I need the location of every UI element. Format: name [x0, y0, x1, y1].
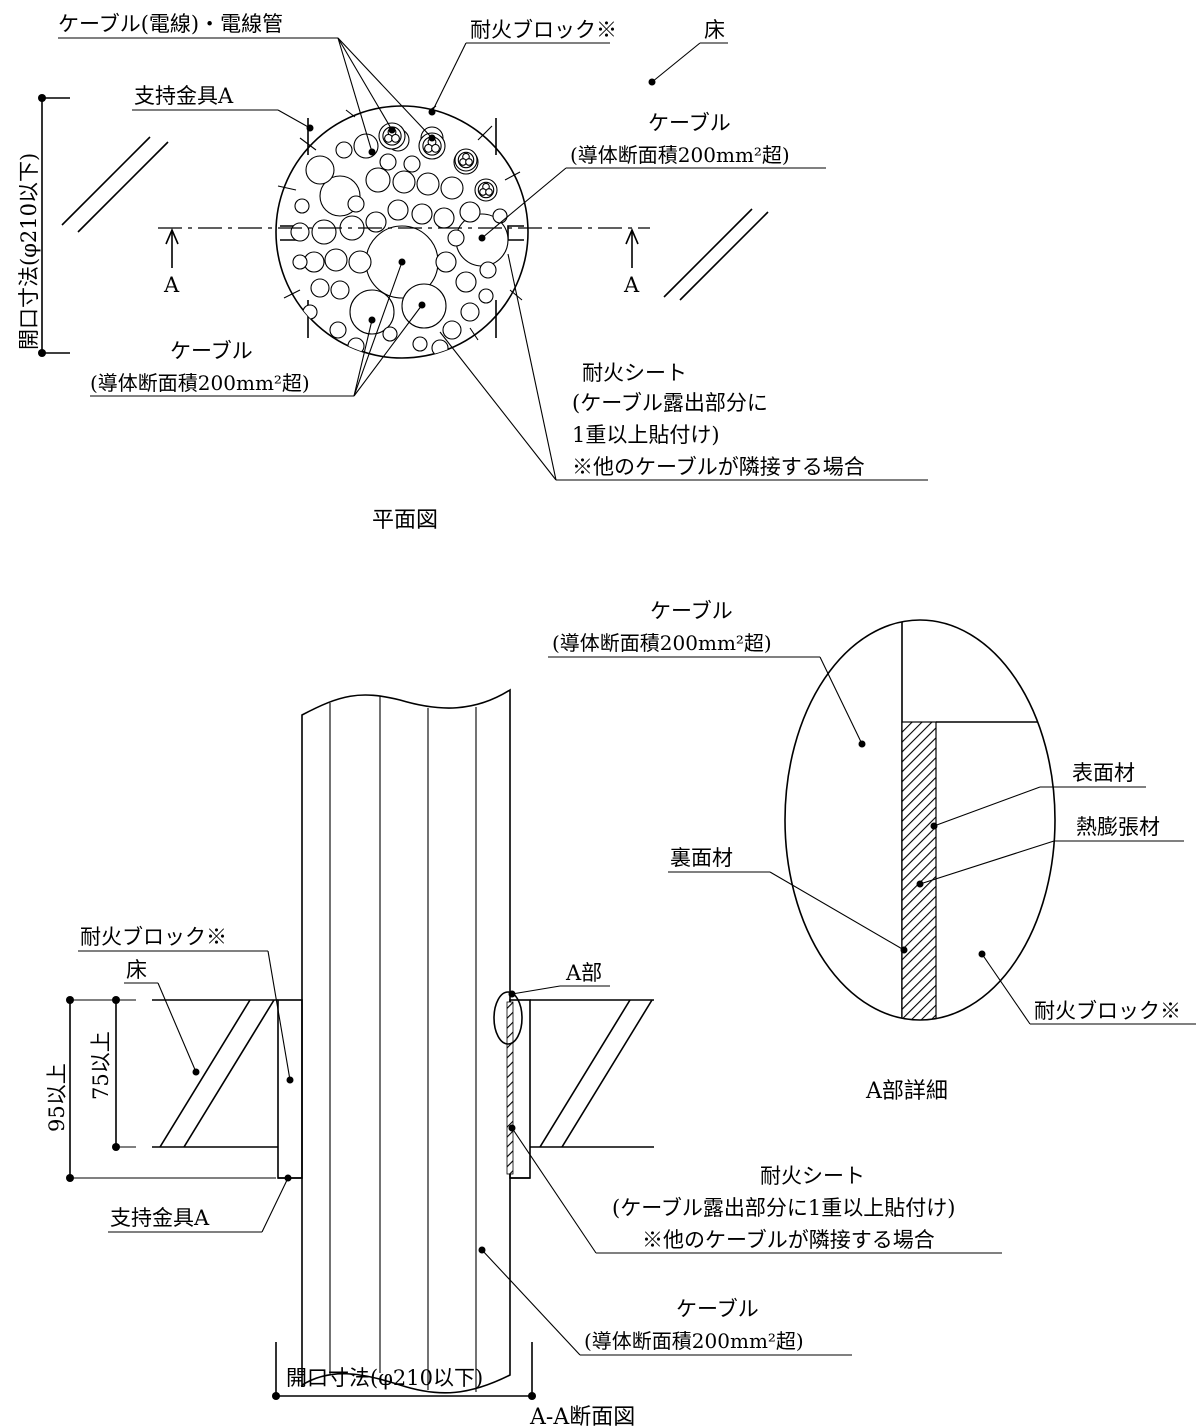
- detail-fire-block-label: 耐火ブロック※: [1034, 999, 1181, 1023]
- cable-circle: [492, 208, 508, 224]
- cable-circle: [382, 326, 398, 342]
- cable-circle: [431, 339, 449, 357]
- cable-circle: [433, 207, 455, 229]
- fire-block-left: [277, 999, 303, 1179]
- section-arrowhead-left: [165, 227, 179, 245]
- cable-circle: [294, 198, 310, 214]
- opening-size-label: 開口寸法(φ210以下): [17, 153, 41, 350]
- cable-circle: [387, 199, 409, 221]
- floor-label: 床: [704, 18, 725, 42]
- multicore-cable: [454, 148, 478, 172]
- floor-hatch-line: [61, 136, 151, 226]
- fire-sheet-note-3: ※他のケーブルが隣接する場合: [572, 455, 865, 479]
- fire-block-label: 耐火ブロック※: [470, 18, 617, 42]
- cable-lower-spec: (導体断面積200mm²超): [90, 371, 310, 395]
- section-fire-sheet-label: 耐火シート: [760, 1164, 865, 1188]
- section-view: 95以上 75以上 耐火ブロック※ 床 支持金具A A部 耐火シート (ケーブル…: [45, 688, 1002, 1428]
- cable-circle: [290, 222, 310, 242]
- fire-sheet-note-2: 1重以上貼付け): [572, 423, 720, 447]
- floor-hatch-line: [663, 208, 753, 298]
- detail-title: A部詳細: [865, 1079, 948, 1104]
- section-fire-sheet-note-2: ※他のケーブルが隣接する場合: [642, 1228, 935, 1252]
- support-bracket-label: 支持金具A: [134, 84, 234, 108]
- cable-circle: [329, 321, 347, 339]
- cable-circle: [459, 201, 481, 223]
- cable-circle: [305, 155, 335, 185]
- floor-hatch-line: [77, 141, 169, 233]
- section-opening-size-label: 開口寸法(φ210以下): [286, 1366, 483, 1390]
- cable-circle: [392, 170, 416, 194]
- section-cable-top-label: ケーブル: [650, 599, 733, 623]
- section-mark-right: A: [623, 273, 640, 297]
- cable-circle: [412, 336, 428, 352]
- section-cable-spec: (導体断面積200mm²超): [584, 1329, 804, 1353]
- fire-sheet-section: [506, 1001, 514, 1175]
- cable-circle: [310, 278, 330, 298]
- section-fire-block-label: 耐火ブロック※: [80, 925, 227, 949]
- cable-circle: [324, 248, 348, 272]
- cable-wire-conduit-label: ケーブル(電線)・電線管: [58, 12, 283, 36]
- cable-circle: [447, 229, 465, 247]
- surface-material-label: 表面材: [1072, 761, 1135, 785]
- cable-lower-label: ケーブル: [170, 339, 253, 363]
- section-cable-top-spec: (導体断面積200mm²超): [552, 631, 772, 655]
- section-mark-left: A: [163, 273, 180, 297]
- cable-circle: [347, 195, 365, 213]
- section-cable-top-callout: ケーブル (導体断面積200mm²超): [548, 599, 866, 748]
- section-cable-label: ケーブル: [676, 1297, 759, 1321]
- section-fire-sheet-note-1: (ケーブル露出部分に1重以上貼付け): [612, 1196, 956, 1220]
- section-floor-label: 床: [126, 958, 147, 982]
- cable-circle: [460, 302, 480, 322]
- plan-title: 平面図: [372, 508, 438, 533]
- detail-ellipse: [784, 619, 1056, 1021]
- fire-sheet-label: 耐火シート: [582, 361, 687, 385]
- cable-circle: [379, 153, 397, 171]
- multicore-cable: [378, 122, 406, 150]
- cable-circle: [335, 141, 353, 159]
- cable-bundle: [290, 122, 509, 357]
- dim-95-label: 95以上: [45, 1063, 69, 1132]
- cable-circle: [411, 203, 433, 225]
- cable-circle: [292, 254, 308, 270]
- part-a-label: A部: [565, 961, 602, 985]
- back-material-label: 裏面材: [670, 846, 733, 870]
- multicore-cable: [474, 178, 498, 202]
- cable-circle: [348, 250, 372, 274]
- cable-section-body: [301, 688, 511, 1394]
- section-support-bracket-label: 支持金具A: [110, 1206, 210, 1230]
- cable-circle: [440, 176, 464, 200]
- detail-view: 表面材 熱膨張材 裏面材 耐火ブロック※ A部詳細: [668, 619, 1196, 1104]
- cable-circle: [442, 320, 462, 340]
- plan-view: A A 開口寸法(φ210以下) ケーブル(電線)・電線管 耐火ブロック※ 床 …: [17, 12, 928, 533]
- cable-circle: [416, 172, 440, 196]
- cable-upper-spec: (導体断面積200mm²超): [570, 143, 790, 167]
- part-a-marker: [493, 991, 523, 1045]
- cable-upper-label: ケーブル: [648, 111, 731, 135]
- cable-circle: [478, 288, 494, 304]
- cable-circle: [311, 219, 337, 245]
- cable-circle: [455, 271, 477, 293]
- section-arrowhead-right: [625, 227, 639, 245]
- fire-sheet-note-1: (ケーブル露出部分に: [572, 391, 768, 415]
- dim-75-label: 75以上: [89, 1031, 113, 1100]
- cable-circle: [365, 167, 391, 193]
- cable-circle: [479, 261, 497, 279]
- section-title: A-A断面図: [529, 1405, 635, 1428]
- cable-circle: [330, 280, 350, 300]
- cable-circle: [403, 155, 421, 173]
- cable-circle: [435, 251, 457, 273]
- cable-circle: [365, 211, 387, 233]
- intumescent-material-label: 熱膨張材: [1076, 815, 1160, 839]
- cable-circle: [302, 304, 318, 320]
- floor-hatch-line: [679, 211, 769, 301]
- detail-intumescent-layer: [901, 721, 937, 1020]
- cable-circle: [349, 289, 395, 335]
